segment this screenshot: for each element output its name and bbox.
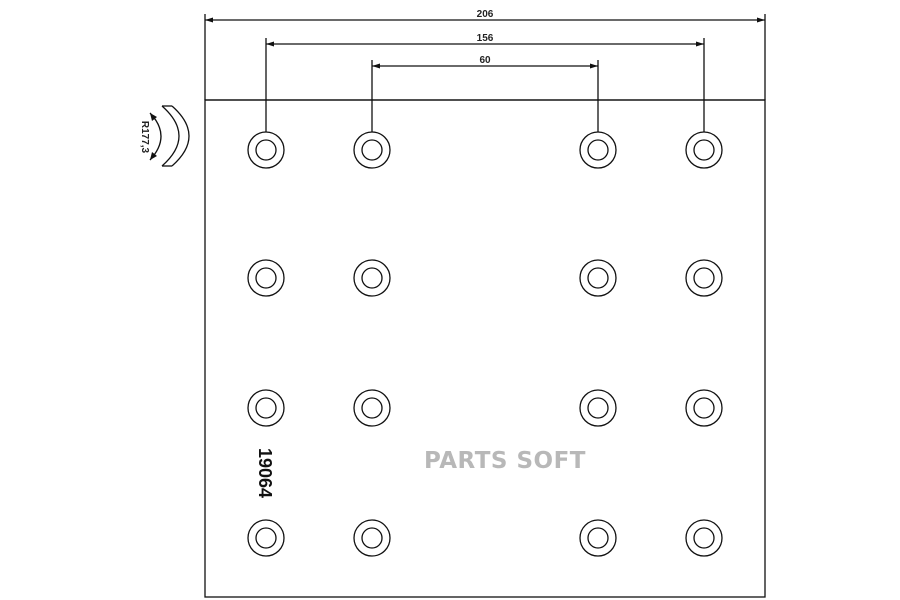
rivet-hole-inner — [361, 139, 383, 161]
arrowhead — [590, 63, 598, 69]
rivet-hole-outer — [247, 389, 285, 427]
rivet-hole-inner — [255, 267, 277, 289]
rivet-hole-outer — [247, 131, 285, 169]
watermark: PARTS SOFT — [424, 448, 586, 474]
rivet-hole-inner — [255, 139, 277, 161]
rivet-hole-inner — [693, 527, 715, 549]
rivet-hole-inner — [587, 267, 609, 289]
rivet-hole-inner — [255, 397, 277, 419]
rivet-hole-outer — [353, 519, 391, 557]
radius-symbol — [149, 105, 190, 167]
dimension-inner-hole-span: 60 — [479, 55, 491, 66]
rivet-hole-outer — [685, 131, 723, 169]
rivet-hole-outer — [685, 389, 723, 427]
arrowhead — [150, 113, 157, 121]
rivet-hole-inner — [587, 139, 609, 161]
rivet-hole-inner — [361, 267, 383, 289]
rivet-hole-inner — [361, 397, 383, 419]
lining-outline — [204, 99, 766, 598]
arrowhead — [757, 17, 765, 23]
rivet-hole-grid — [247, 131, 723, 557]
rivet-hole-outer — [353, 131, 391, 169]
rivet-hole-outer — [579, 519, 617, 557]
rivet-hole-outer — [353, 259, 391, 297]
part-number: 19064 — [255, 448, 275, 498]
rivet-hole-inner — [693, 139, 715, 161]
rivet-hole-outer — [685, 519, 723, 557]
rivet-hole-inner — [587, 527, 609, 549]
arrowhead — [266, 41, 274, 47]
rivet-hole-inner — [693, 397, 715, 419]
rivet-hole-outer — [579, 389, 617, 427]
rivet-hole-inner — [361, 527, 383, 549]
rivet-hole-inner — [587, 397, 609, 419]
dimension-overall-width: 206 — [477, 9, 494, 20]
rivet-hole-outer — [353, 389, 391, 427]
rivet-hole-inner — [255, 527, 277, 549]
dimension-outer-hole-span: 156 — [477, 33, 494, 44]
rivet-hole-inner — [693, 267, 715, 289]
rivet-hole-outer — [685, 259, 723, 297]
arrowhead — [372, 63, 380, 69]
arrowhead — [150, 152, 157, 160]
arrowhead — [205, 17, 213, 23]
radius-label: R177,3 — [139, 121, 150, 154]
rivet-hole-outer — [579, 259, 617, 297]
rivet-hole-outer — [247, 519, 285, 557]
rivet-hole-outer — [579, 131, 617, 169]
arrowhead — [696, 41, 704, 47]
rivet-hole-outer — [247, 259, 285, 297]
